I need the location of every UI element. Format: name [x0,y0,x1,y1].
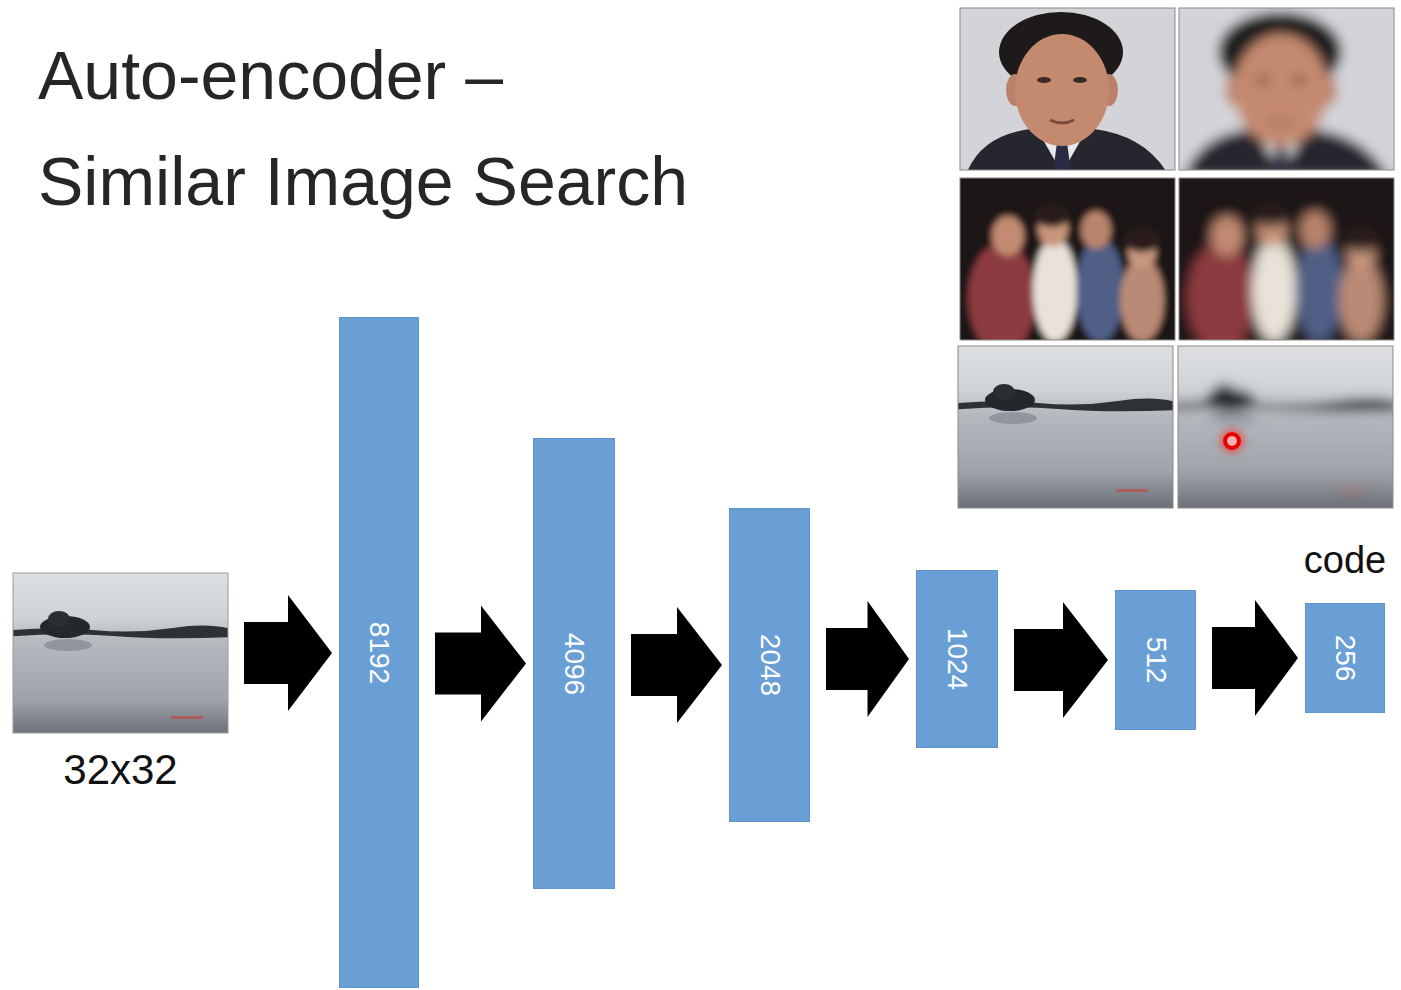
photo-grid [948,0,1401,518]
group-photo-blurred [1179,178,1394,340]
cell-clip [960,8,1175,170]
layer-bar: 8192 [339,317,419,988]
layer-size: 256 [1331,635,1359,682]
photo-frame [960,178,1175,340]
face-photo-blurred [1179,8,1394,170]
layer-bar: 512 [1115,590,1196,730]
blurred [1179,178,1394,340]
photo-frame [1179,8,1394,170]
lake-original [948,336,1183,518]
input-photo-clip [13,573,228,733]
image-size-label: 32x32 [63,745,177,795]
photo-frame [13,573,228,733]
block-arrow [826,601,909,717]
layer-size: 1024 [943,628,971,690]
lake-photo [13,573,228,733]
face-original [950,0,1185,180]
block-arrow [435,606,526,722]
group-reconstruction [1169,168,1401,353]
cell-clip [1179,8,1394,170]
cell-clip [958,346,1173,508]
cell-clip [960,178,1175,340]
pointer-dot [1225,434,1239,448]
layer-size: 8192 [365,621,393,683]
layer-bar: 2048 [729,508,810,822]
photo-frame [958,346,1173,508]
layer-size: 2048 [756,634,784,696]
photo-frame [1178,346,1393,508]
lake-photo [958,346,1173,508]
face-photo [960,8,1175,170]
block-arrow [244,595,332,711]
face-reconstruction [1169,0,1401,180]
soft [960,178,1175,340]
pointer-glow [1219,428,1245,454]
block-arrow [631,607,722,723]
photo-frame [960,8,1175,170]
blurred [1179,8,1394,170]
block-arrow [1014,602,1108,718]
lake-reconstruction [1168,336,1401,518]
cell-clip [1178,346,1393,508]
slide-title: Auto-encoder – Similar Image Search [38,22,708,234]
photo-frame [1179,178,1394,340]
group-original [950,168,1185,353]
code-bar: code256 [1305,603,1385,713]
blurred [1178,346,1393,508]
input-photo [3,563,238,745]
layer-bar: 4096 [533,438,615,889]
layer-size: 512 [1142,637,1170,684]
code-label: code [1304,538,1386,584]
group-photo [960,178,1175,340]
layer-size: 4096 [560,632,588,694]
block-arrow [1212,600,1298,716]
input-image: 32x32 [13,573,228,733]
cell-clip [1179,178,1394,340]
lake-photo-blurred [1178,346,1393,508]
layer-bar: 1024 [916,570,998,748]
